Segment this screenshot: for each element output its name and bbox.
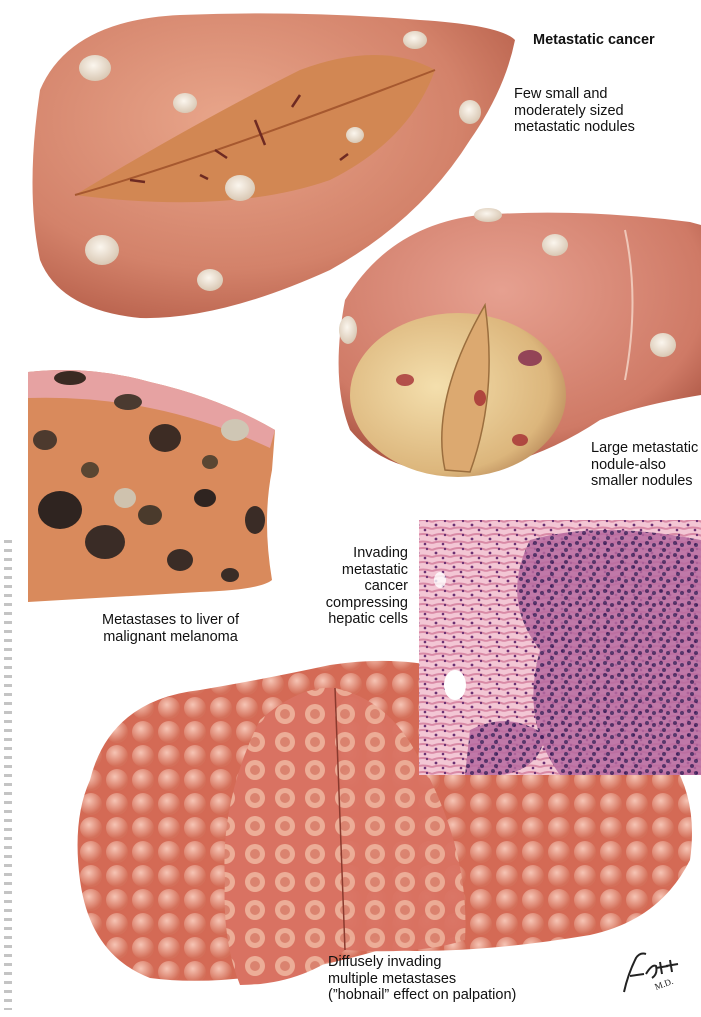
liver-cut-surface bbox=[75, 55, 435, 203]
artist-signature: M.D. bbox=[623, 952, 679, 993]
metastatic-nodule bbox=[79, 31, 481, 291]
label-few-small-nodules: Few small and moderately sized metastati… bbox=[514, 86, 635, 135]
side-credit-strip bbox=[4, 540, 12, 1010]
liver-melanoma-section bbox=[28, 369, 275, 602]
liver-large-nodule bbox=[338, 208, 701, 477]
melanoma-metastases bbox=[33, 371, 265, 582]
label-diffuse-metastases: Diffusely invading multiple metastases (… bbox=[328, 954, 517, 1003]
page-title: Metastatic cancer bbox=[533, 32, 655, 48]
liver-few-nodules bbox=[32, 13, 515, 319]
svg-text:M.D.: M.D. bbox=[653, 976, 674, 992]
label-large-nodule: Large metastatic nodule-also smaller nod… bbox=[591, 440, 699, 489]
vessel-sections bbox=[129, 94, 349, 184]
liver-cut-surface-hobnail bbox=[224, 687, 345, 985]
label-invading-cancer: Invading metastatic cancer compressing h… bbox=[325, 545, 408, 627]
histology-micrograph bbox=[419, 520, 701, 775]
label-melanoma: Metastases to liver of malignant melanom… bbox=[102, 612, 239, 645]
